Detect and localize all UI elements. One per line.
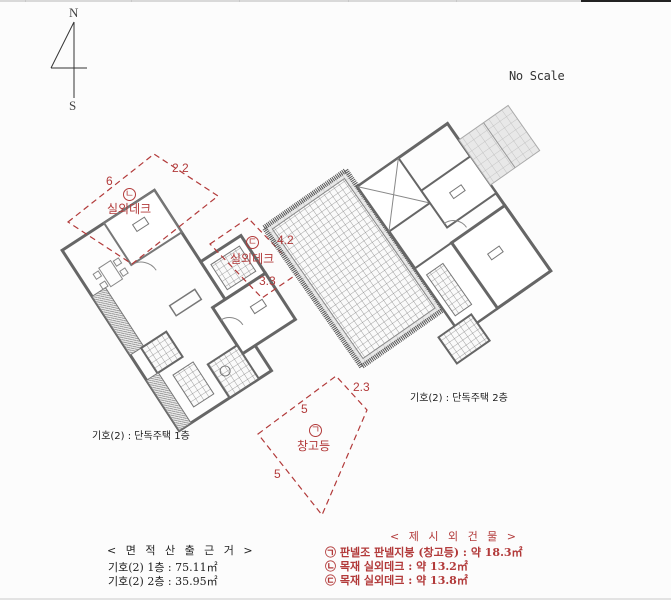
deck-c-marker-icon: ㄷ — [246, 236, 259, 249]
area-basis-line-2: 기호(2) 2층 : 35.95㎡ — [108, 575, 218, 588]
south-label: S — [69, 98, 77, 113]
area-basis-title: < 면 적 산 출 근 거 > — [107, 544, 256, 557]
floor2-plan — [260, 104, 553, 371]
storage-dim-left: 5 — [274, 467, 281, 481]
floor1-plan — [60, 188, 298, 433]
storage-label: 창고등 — [297, 439, 331, 453]
deck-l-label: 실외데크 — [107, 202, 152, 216]
extra-buildings-line-2: ㉡ 목재 실외데크 : 약 13.2㎡ — [325, 560, 468, 573]
deck-c-label: 실외데크 — [230, 252, 275, 266]
storage-marker-icon: ㄱ — [309, 424, 322, 437]
top-border — [0, 0, 671, 2]
deck-l-dim-width: 2.2 — [172, 161, 189, 175]
north-arrow-icon — [50, 21, 87, 98]
storage-dim-short: 2.3 — [353, 380, 370, 394]
extra-buildings-line-1: ㉠ 판넬조 판넬지붕 (창고등) : 약 18.3㎡ — [325, 546, 523, 559]
area-basis-line-1: 기호(2) 1층 : 75.11㎡ — [108, 561, 218, 574]
extra-buildings-title: < 제 시 외 건 물 > — [390, 530, 520, 543]
extra-buildings-line-3: ㉢ 목재 실외데크 : 약 13.8㎡ — [325, 574, 468, 587]
floor1-caption: 기호(2) : 단독주택 1층 — [92, 431, 190, 442]
deck-c-dim-length: 4.2 — [277, 233, 294, 247]
storage-outline — [257, 375, 368, 517]
north-label: N — [69, 5, 79, 20]
deck-l-dim-length: 6 — [106, 174, 113, 188]
deck-l-marker-icon: ㄴ — [123, 188, 136, 201]
scale-note: No Scale — [509, 69, 565, 83]
deck-l-outline — [66, 153, 220, 265]
deck-c-dim-width: 3.3 — [259, 274, 276, 288]
bottom-border — [0, 598, 671, 600]
storage-dim-top: 5 — [301, 402, 308, 416]
floor2-caption: 기호(2) : 단독주택 2층 — [410, 393, 508, 404]
